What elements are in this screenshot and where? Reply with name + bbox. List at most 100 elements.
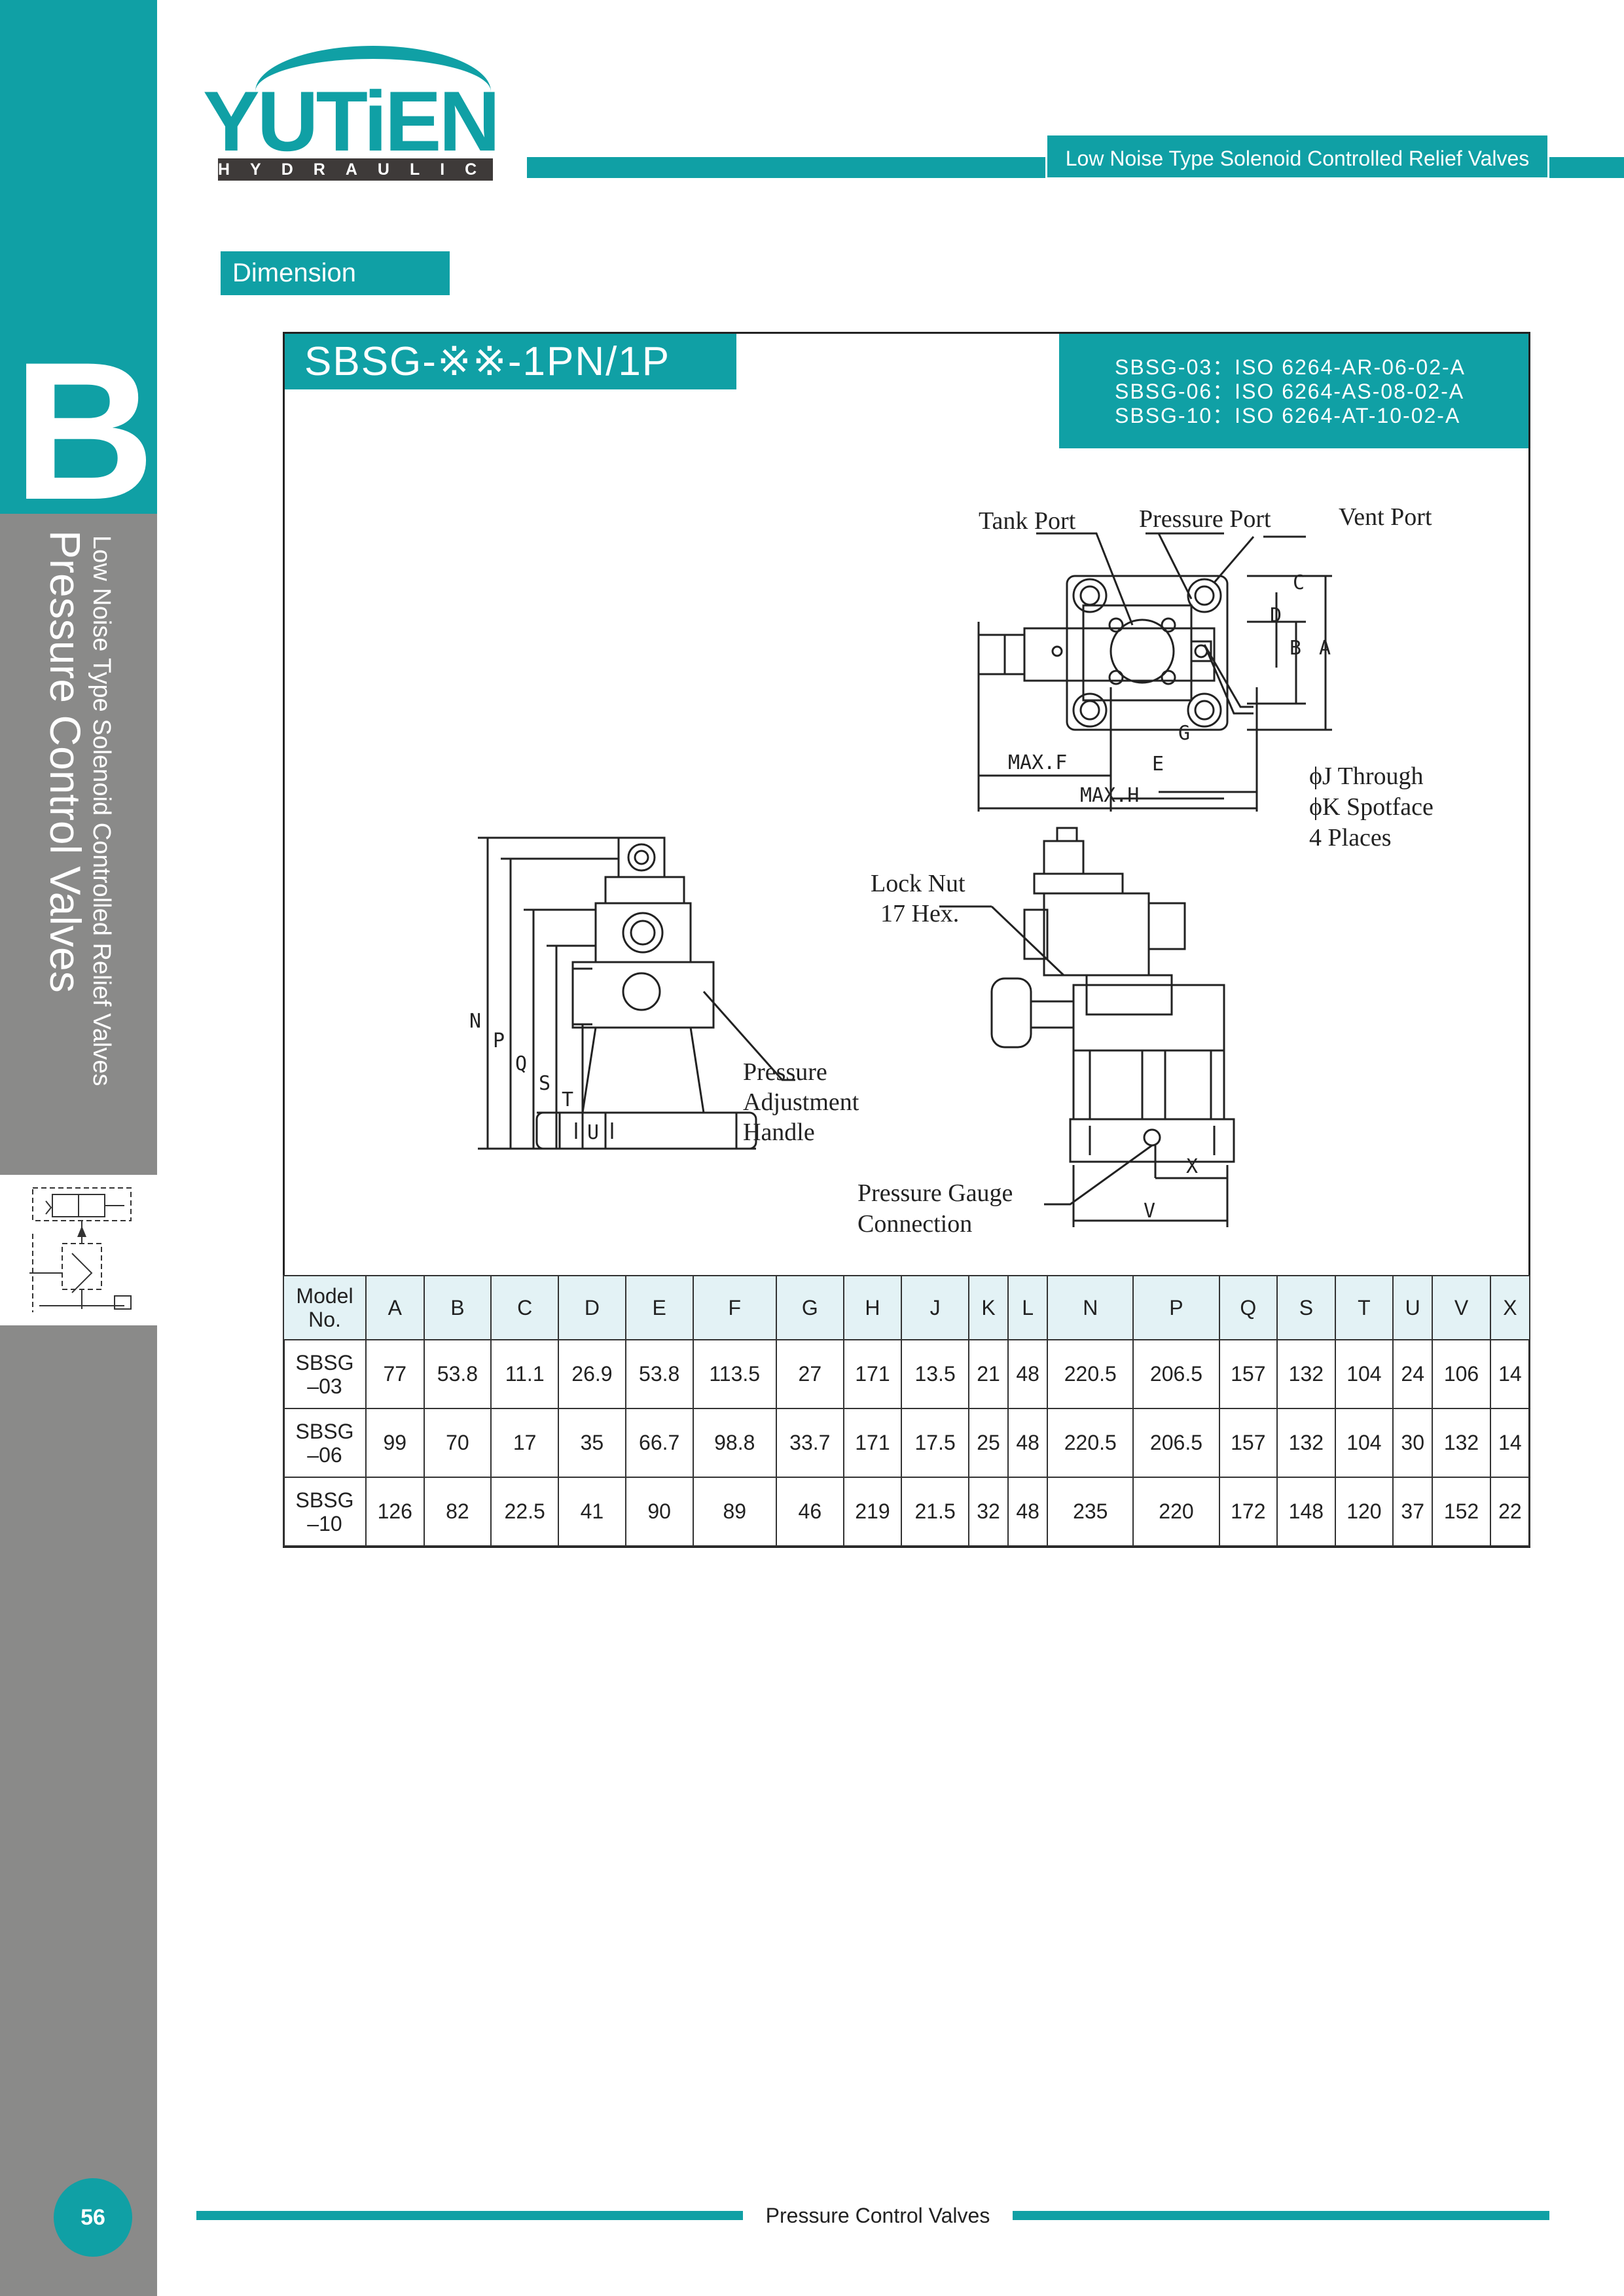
- model-line: –06: [307, 1443, 342, 1467]
- header-cell: E: [624, 1275, 694, 1340]
- header-cell: C: [490, 1275, 560, 1340]
- model-line: SBSG: [295, 1488, 354, 1512]
- sidebar-title: Pressure Control Valves: [41, 530, 90, 993]
- value-cell: 82: [423, 1477, 492, 1547]
- dim-x: X: [1186, 1155, 1198, 1178]
- side-view: [535, 836, 757, 1150]
- value-cell: 113.5: [692, 1339, 777, 1409]
- value-cell: 220: [1132, 1477, 1220, 1547]
- model-cell: SBSG–10: [283, 1477, 367, 1547]
- footer-rule-right: [1013, 2211, 1549, 2220]
- model-cell: SBSG–03: [283, 1339, 367, 1409]
- value-cell: 106: [1432, 1339, 1491, 1409]
- value-cell: 104: [1334, 1339, 1394, 1409]
- model-line: SBSG: [295, 1350, 354, 1374]
- header-model: Model No.: [283, 1275, 367, 1340]
- footer-section: Pressure Control Valves: [765, 2204, 990, 2227]
- sidebar-teal-band: [0, 0, 157, 514]
- label-spotface: ϕK Spotface: [1309, 793, 1434, 821]
- footer-rule-left: [196, 2211, 743, 2220]
- section-letter: B: [13, 321, 155, 541]
- value-cell: 70: [423, 1408, 492, 1478]
- dim-t: T: [562, 1088, 573, 1111]
- header-cell: F: [692, 1275, 777, 1340]
- value-cell: 24: [1392, 1339, 1434, 1409]
- header-cell: L: [1007, 1275, 1049, 1340]
- dim-v: V: [1144, 1200, 1155, 1223]
- header-cell: Q: [1218, 1275, 1278, 1340]
- dim-b: B: [1290, 637, 1301, 660]
- value-cell: 171: [842, 1339, 903, 1409]
- sidebar-gray-band: [0, 514, 157, 2296]
- header-model-line: No.: [308, 1308, 341, 1331]
- header-cell: G: [775, 1275, 844, 1340]
- dim-s: S: [539, 1072, 550, 1095]
- value-cell: 53.8: [624, 1339, 694, 1409]
- value-cell: 171: [842, 1408, 903, 1478]
- value-cell: 157: [1218, 1339, 1278, 1409]
- dim-n: N: [469, 1010, 481, 1033]
- dim-u: U: [587, 1121, 599, 1144]
- label-hex: 17 Hex.: [880, 900, 959, 927]
- header-cell: V: [1432, 1275, 1491, 1340]
- value-cell: 48: [1007, 1339, 1049, 1409]
- dim-g: G: [1178, 722, 1190, 745]
- value-cell: 53.8: [423, 1339, 492, 1409]
- value-cell: 48: [1007, 1408, 1049, 1478]
- dim-e: E: [1152, 753, 1164, 776]
- iso-line: SBSG-03：ISO 6264-AR-06-02-A: [1115, 355, 1466, 379]
- dim-a: A: [1319, 637, 1331, 660]
- value-cell: 148: [1276, 1477, 1336, 1547]
- value-cell: 14: [1489, 1339, 1531, 1409]
- value-cell: 48: [1007, 1477, 1049, 1547]
- value-cell: 98.8: [692, 1408, 777, 1478]
- value-cell: 219: [842, 1477, 903, 1547]
- iso-line: SBSG-10：ISO 6264-AT-10-02-A: [1115, 404, 1461, 427]
- iso-standards: SBSG-03：ISO 6264-AR-06-02-A SBSG-06：ISO …: [1059, 334, 1528, 448]
- sidebar-subtitle: Low Noise Type Solenoid Controlled Relie…: [88, 535, 115, 1086]
- value-cell: 89: [692, 1477, 777, 1547]
- value-cell: 14: [1489, 1408, 1531, 1478]
- table-header-row: Model No. A B C D E F G H J K L N P Q S …: [283, 1275, 1531, 1340]
- dim-p: P: [493, 1030, 505, 1052]
- dim-max-h: MAX.H: [1080, 784, 1139, 807]
- label-gauge-2: Connection: [857, 1210, 972, 1238]
- header-cell: H: [842, 1275, 903, 1340]
- page-number: 56: [54, 2178, 132, 2257]
- value-cell: 41: [558, 1477, 626, 1547]
- dimension-panel: [283, 332, 1530, 1548]
- label-lock-nut: Lock Nut: [871, 870, 965, 897]
- label-vent-port: Vent Port: [1339, 503, 1432, 531]
- value-cell: 21: [967, 1339, 1009, 1409]
- value-cell: 37: [1392, 1477, 1434, 1547]
- series-title: Low Noise Type Solenoid Controlled Relie…: [1045, 134, 1549, 179]
- label-handle-3: Handle: [743, 1119, 815, 1146]
- top-view: [977, 575, 1229, 731]
- header-model-line: Model: [296, 1284, 353, 1308]
- value-cell: 104: [1334, 1408, 1394, 1478]
- value-cell: 22.5: [490, 1477, 560, 1547]
- value-cell: 99: [365, 1408, 425, 1478]
- dim-c: C: [1293, 571, 1305, 594]
- dimension-table: Model No. A B C D E F G H J K L N P Q S …: [283, 1275, 1531, 1547]
- model-line: SBSG: [295, 1419, 354, 1443]
- value-cell: 27: [775, 1339, 844, 1409]
- dim-max-f: MAX.F: [1008, 751, 1067, 774]
- header-cell: X: [1489, 1275, 1531, 1340]
- header-cell: K: [967, 1275, 1009, 1340]
- value-cell: 172: [1218, 1477, 1278, 1547]
- label-handle-1: Pressure: [743, 1058, 827, 1086]
- value-cell: 46: [775, 1477, 844, 1547]
- value-cell: 132: [1276, 1339, 1336, 1409]
- model-cell: SBSG–06: [283, 1408, 367, 1478]
- value-cell: 30: [1392, 1408, 1434, 1478]
- value-cell: 17.5: [901, 1408, 969, 1478]
- value-cell: 152: [1432, 1477, 1491, 1547]
- value-cell: 13.5: [901, 1339, 969, 1409]
- header-cell: J: [901, 1275, 969, 1340]
- value-cell: 26.9: [558, 1339, 626, 1409]
- dim-d: D: [1270, 604, 1282, 627]
- header-cell: A: [365, 1275, 425, 1340]
- header-cell: D: [558, 1275, 626, 1340]
- iso-line: SBSG-06：ISO 6264-AS-08-02-A: [1115, 380, 1465, 403]
